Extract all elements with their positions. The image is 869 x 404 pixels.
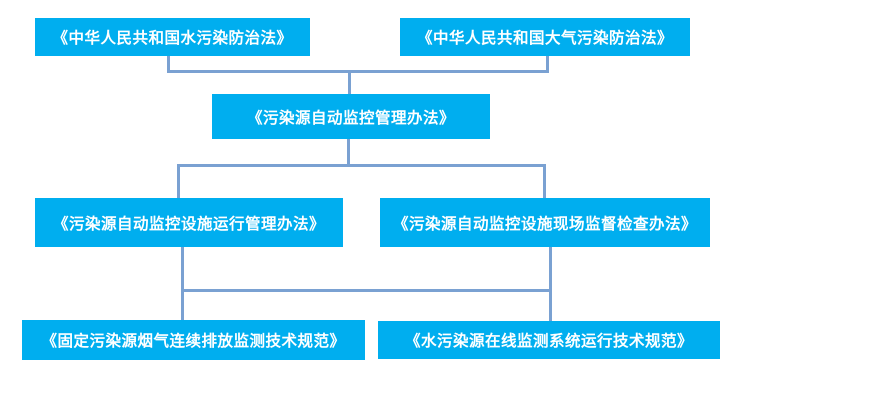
node-facility-operation-measures: 《污染源自动监控设施运行管理办法》 — [35, 198, 343, 247]
connector-line — [177, 164, 546, 167]
node-water-pollution-law: 《中华人民共和国水污染防治法》 — [35, 18, 310, 56]
connector-line — [167, 56, 170, 73]
node-auto-monitoring-measures: 《污染源自动监控管理办法》 — [212, 94, 490, 139]
connector-line — [549, 247, 552, 321]
connector-line — [347, 139, 350, 167]
node-flue-gas-cems-spec: 《固定污染源烟气连续排放监测技术规范》 — [22, 320, 365, 360]
node-air-pollution-law: 《中华人民共和国大气污染防治法》 — [400, 18, 690, 56]
connector-line — [348, 73, 351, 94]
connector-line — [181, 247, 184, 320]
connector-line — [181, 289, 552, 292]
node-onsite-inspection-measures: 《污染源自动监控设施现场监督检查办法》 — [380, 198, 710, 247]
connector-line — [167, 70, 549, 73]
connector-line — [177, 167, 180, 198]
node-water-online-monitoring-spec: 《水污染源在线监测系统运行技术规范》 — [378, 321, 720, 359]
connector-line — [543, 167, 546, 198]
connector-line — [546, 56, 549, 73]
